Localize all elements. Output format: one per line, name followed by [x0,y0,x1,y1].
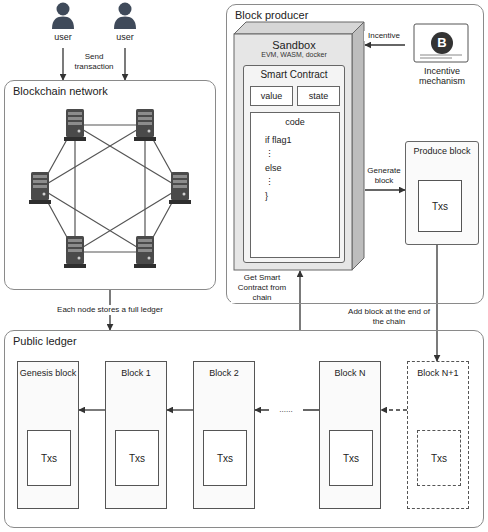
block-box: Txs Block N [319,361,381,509]
network-link [75,125,180,252]
network-link [40,125,145,252]
node-text: if flag1 [251,133,339,147]
txs-box: Txs [203,430,247,486]
node-text: Txs [431,453,447,464]
network-link [40,125,180,252]
incentive-paper [414,24,468,62]
node-text: } [251,189,339,203]
node-text: Incentive mechanism [405,66,479,86]
node-text: ⋮ [251,147,339,161]
network-links [40,125,180,252]
node-text: Txs [343,453,359,464]
network-panel: Blockchain network [4,80,216,290]
field-box: value [250,86,293,106]
node-text: Public ledger [5,331,85,351]
node-text: Txs [41,453,57,464]
connector-arrow [381,409,407,410]
ledger-panel: Txs Genesis blockTxs Block 1 Txs Block 2 Txs B… [4,330,484,528]
server-icon [134,236,156,268]
connector-arrow [167,409,193,410]
paper-line [420,58,452,59]
code-box: codeif flag1⋮else⋮} [250,112,340,258]
node-text: Genesis block [18,362,78,378]
node-text: value [261,91,283,101]
node-text: user [45,32,81,42]
node-text: EVM, WASM, docker [235,51,353,58]
txs-box: Txs [329,430,373,486]
edge-label: Generate block [365,166,403,186]
edge-label: Each node stores a full ledger [54,305,166,315]
node-text: Block 2 [194,362,254,378]
producer-panel: valuestatecodeif flag1⋮else⋮}Smart Contr… [226,4,484,304]
node-text: Block 1 [106,362,166,378]
node-text: Txs [129,453,145,464]
txs-box: Txs [418,180,462,232]
cube-front [234,34,352,270]
connector-arrow [124,48,125,80]
server-icon [169,172,191,204]
node-text: Block producer [227,5,316,25]
paper-sheet [414,24,468,62]
field-box: state [297,86,340,106]
node-text: else [251,161,339,175]
txs-box: Txs [417,430,461,486]
block-box: Txs Block 1 [105,361,167,509]
node-text: Txs [217,453,233,464]
produce-box: Txs Produce block [405,141,479,245]
edge-label: ...... [269,405,303,415]
server-icon [134,109,156,141]
server-icon [64,236,86,268]
block-box: Txs Block N+1 [407,361,469,509]
node-text: ⋮ [251,175,339,189]
server-icon [64,109,86,141]
edge-label: Get Smart Contract from chain [231,273,293,303]
user-figure [114,3,136,30]
contract-box: valuestatecodeif flag1⋮else⋮}Smart Contr… [243,65,345,263]
cube-side [352,22,364,270]
user-icon: user [45,2,81,48]
server-icons [29,109,191,268]
sandbox-cube [234,22,364,270]
txs-box: Txs [27,430,71,486]
node-text: Blockchain network [5,81,116,101]
paper-line [420,55,462,56]
node-text: Sandbox [235,39,353,51]
block-box: Txs Genesis block [17,361,79,509]
user-figure [52,3,74,30]
node-text: Block N+1 [408,362,468,378]
node-text: code [251,113,339,129]
connector-arrow [299,271,300,330]
incentive-card: B Incentive mechanism [405,23,479,99]
connector-arrow [436,245,437,361]
node-text: user [107,32,143,42]
connector-arrow [79,409,105,410]
connector-arrow [365,189,405,190]
connector-arrow [62,48,63,80]
node-text: Produce block [406,142,478,156]
txs-box: Txs [115,430,159,486]
user-icon: user [107,2,143,48]
node-text: state [309,91,329,101]
server-icon [29,172,51,204]
edge-label: Incentive [364,31,404,41]
user-figures [52,3,136,30]
node-text: Txs [432,201,448,212]
node-text: Smart Contract [244,66,344,80]
sandbox-box: valuestatecodeif flag1⋮else⋮}Smart Contr… [235,23,365,271]
node-text: B [431,32,453,54]
node-text: Block N [320,362,380,378]
block-box: Txs Block 2 [193,361,255,509]
cube-top [234,22,364,34]
edge-label: Send transaction [68,52,120,72]
edge-label: Add block at the end of the chain [346,307,432,327]
connector-arrow [365,44,405,45]
